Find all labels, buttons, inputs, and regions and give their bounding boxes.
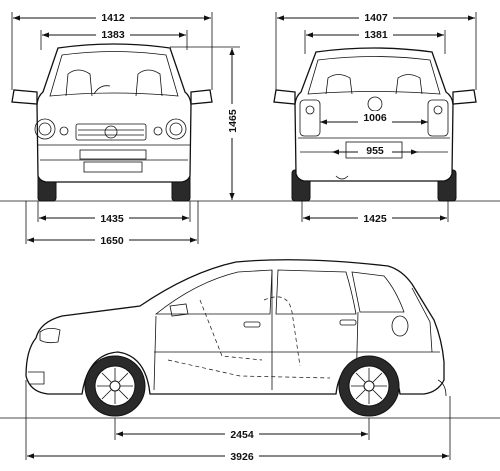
label-front-track: 1435 <box>100 213 124 225</box>
quarter-window <box>351 271 405 313</box>
rear-side-window <box>275 269 357 315</box>
front-side-window <box>154 269 273 315</box>
rear-mirror-left <box>273 89 296 105</box>
rear-door-handle <box>339 319 357 326</box>
front-door-handle <box>243 321 261 328</box>
foglight-inner-right <box>153 126 163 136</box>
front-windscreen <box>49 51 179 97</box>
plate-area-front <box>83 161 143 173</box>
headlight-right-inner <box>169 122 183 136</box>
height-dimension: 1465 <box>170 46 240 200</box>
headlight-right <box>165 118 187 140</box>
front-view: 1412 1383 1435 1650 <box>0 10 500 247</box>
label-loading-sill-width: 955 <box>366 145 384 157</box>
label-rear-mirror-width: 1407 <box>364 12 388 24</box>
rear-view: 1407 1381 1006 955 1425 <box>273 10 477 225</box>
front-mirror-left <box>11 89 38 105</box>
rear-wheel <box>338 355 400 417</box>
lower-grille <box>79 149 147 160</box>
front-seat-right <box>135 69 163 97</box>
rear-window <box>307 56 441 95</box>
rear-headrest-right <box>395 74 423 95</box>
side-mirror <box>169 303 189 317</box>
front-badge <box>104 125 118 139</box>
rear-headrest-left <box>325 74 353 95</box>
label-overall-width: 1650 <box>100 235 124 247</box>
rear-light-side <box>411 287 433 353</box>
label-front-body-width: 1383 <box>101 29 125 41</box>
foglight-inner-left <box>59 126 69 136</box>
tow-hook <box>437 379 447 397</box>
front-seat-left <box>65 69 93 97</box>
label-wheelbase: 2454 <box>230 429 254 441</box>
steering-wheel <box>93 85 111 95</box>
label-front-mirror-width: 1412 <box>101 12 125 24</box>
label-rear-track: 1425 <box>363 213 387 225</box>
front-bumper-side <box>28 371 45 385</box>
front-mirror-right <box>190 89 213 105</box>
fuel-cap <box>391 315 409 337</box>
side-headlight <box>39 328 61 344</box>
headlight-left-inner <box>38 122 52 136</box>
headlight-left <box>34 118 56 140</box>
label-rear-body-width: 1381 <box>364 29 388 41</box>
label-overall-length: 3926 <box>230 451 254 463</box>
tail-light-left <box>299 99 321 137</box>
front-wheel <box>84 355 146 417</box>
front-grille <box>75 123 147 141</box>
rear-mirror-right <box>452 89 477 105</box>
side-body-outline <box>25 259 445 395</box>
tail-light-right <box>427 99 449 137</box>
label-height: 1465 <box>227 109 239 133</box>
label-tailgate-width: 1006 <box>363 112 387 124</box>
side-view: 2454 3926 <box>0 259 500 463</box>
front-bumper <box>38 144 190 161</box>
exhaust <box>335 175 349 180</box>
hidden-seat-lines <box>199 296 301 367</box>
front-body-outline <box>36 43 192 183</box>
